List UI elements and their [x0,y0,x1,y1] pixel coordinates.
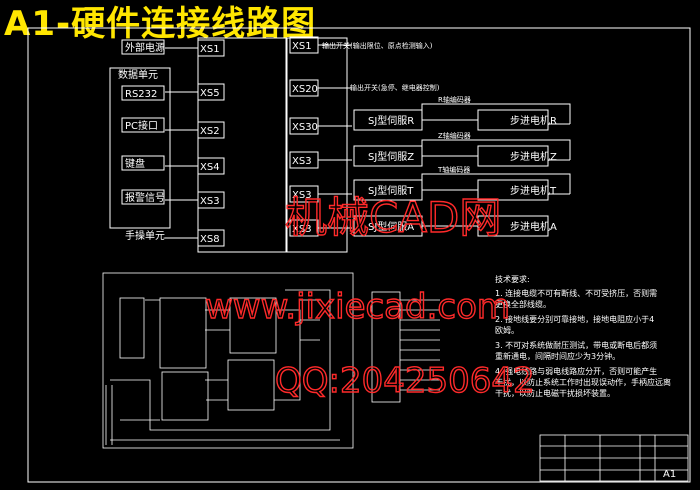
controller-left-column [197,37,287,253]
connector-box [197,121,225,139]
module-label: 键盘 [125,157,145,170]
connector-box [197,229,225,247]
connector-label-left: XS3 [200,196,220,207]
module-label: PC接口 [125,119,158,132]
connector-label-right: XS30 [292,122,318,133]
encoder-label: Z轴编码器 [438,131,471,140]
connector-label-left: XS4 [200,162,220,173]
technical-note-line: 2. 接地线要分别可靠接地，接地电阻应小于4 [495,314,654,324]
motor-label: 步进电机T [510,184,557,197]
drawing-title: A1-硬件连接线路图 [4,4,317,44]
watermark-line3: QQ:204250642 [275,361,535,401]
technical-note-line: 干扰，以防止电磁干扰损坏装置。 [495,388,615,398]
module-label: 外部电源 [125,41,165,54]
connector-label-left: XS8 [200,234,220,245]
technical-note-line: 更换全部线缆。 [495,299,551,309]
module-label-data-unit: 数据单元 [118,68,158,81]
module-box [121,189,165,205]
servo-driver-label: SJ型伺服T [368,184,414,197]
connector-box [197,39,225,57]
motor-label: 步进电机A [510,220,557,233]
title-block [539,434,689,482]
module-box [121,39,165,55]
motor-label: 步进电机Z [510,150,557,163]
technical-note-line: 3. 不可对系统做耐压测试，带电或断电后都须 [495,340,657,350]
encoder-feedback-wire [421,173,571,194]
controller-right-column [286,37,348,253]
technical-note-line: 干扰，以防止系统工作时出现误动作，手柄应远离 [495,377,671,387]
technical-note-line: 4. 强电线路与弱电线路应分开，否则可能产生 [495,366,657,376]
motor-label: 步进电机R [510,114,557,127]
module-label: RS232 [125,89,157,100]
motor-box [477,215,549,237]
connector-label-left: XS5 [200,88,220,99]
module-box [121,117,165,133]
notes-title: 技术要求: [495,274,530,284]
encoder-label: R轴编码器 [438,95,471,104]
encoder-feedback-wire [421,103,571,124]
output-switch-label-2: 输出开关(急停、继电器控制) [350,83,440,92]
output-switch-label-1: 输出开关(输出限位、原点检测输入) [322,41,433,50]
connector-box [197,83,225,101]
lower-schematic [102,272,354,449]
module-box [121,85,165,101]
technical-note-line: 1. 连接电缆不可有断线、不可受挤压，否则需 [495,288,657,298]
module-box [121,155,165,171]
motor-box [477,145,549,167]
module-label: 手操单元 [125,229,165,242]
connector-label-left: XS2 [200,126,220,137]
connector-box [197,191,225,209]
motor-box [477,109,549,131]
connector-label-right: XS1 [292,41,312,52]
encoder-label: T轴编码器 [437,165,470,174]
watermark-line1: 机械CAD网 [285,193,501,242]
encoder-feedback-wire [421,139,571,160]
connector-box [197,157,225,175]
connector-label-right: XS3 [292,190,312,201]
module-label: 报警信号 [125,191,165,204]
connector-label-left: XS1 [200,44,220,55]
watermark: 机械CAD网 www.jixiecad.com QQ:204250642 [204,192,535,401]
data-unit-frame [109,67,171,229]
connector-label-right: XS3 [292,224,312,235]
drawing-number: A1 [663,469,676,480]
servo-driver-label: SJ型伺服R [368,114,414,127]
pin-list [371,291,440,403]
motor-box [477,179,549,201]
servo-driver-label: SJ型伺服Z [368,150,414,163]
connector-label-right: XS20 [292,84,318,95]
technical-note-line: 重新通电，间隔时间应少为3分钟。 [495,351,620,361]
watermark-line2: www.jixiecad.com [205,287,510,327]
servo-driver-label: SJ型伺服A [368,220,414,233]
drawing-frame [27,27,691,483]
technical-note-line: 欧姆。 [495,325,519,335]
connector-label-right: XS3 [292,156,312,167]
